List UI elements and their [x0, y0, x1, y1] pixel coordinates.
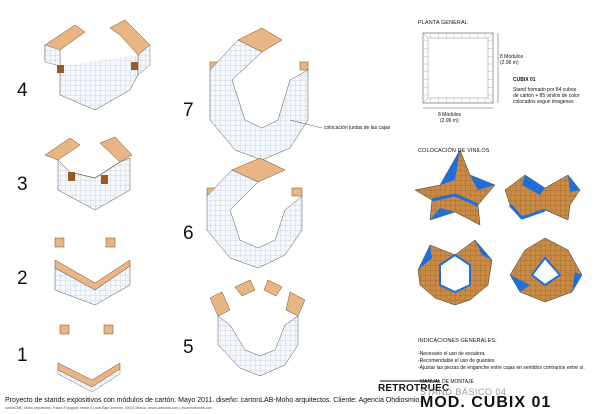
step-number-1: 1 [17, 345, 28, 366]
plan-dim-right-1: 8 Módulos [500, 54, 524, 60]
step-1-drawing [57, 324, 121, 393]
indicaciones-title: INDICACIONES GENERALES: [418, 338, 497, 344]
joint-callout: colocación juntas de las cajas [324, 125, 391, 131]
plan-view [422, 32, 499, 109]
step-6-drawing [206, 157, 303, 269]
footer-credit: Proyecto de stands expositivos con módul… [5, 397, 422, 404]
cubix-name: CUBIX 01 [513, 77, 536, 83]
plan-dim-bottom-1: 8 Módulos [438, 112, 462, 118]
cubix-desc-2: de cartón + 85 vinilos de color [513, 93, 580, 99]
plan-dim-right-2: (2.96 m) [500, 60, 519, 66]
step-number-3: 3 [17, 174, 28, 195]
indicaciones-line-1: -Necesario el uso de escalera. [418, 351, 486, 357]
vinyl-render-1 [414, 149, 496, 226]
step-5-drawing [209, 279, 306, 377]
plan-dim-bottom-2: (2.96 m) [440, 118, 459, 124]
vinyl-render-3 [417, 239, 493, 306]
stand-subtitle: STAND BÁSICO 04 [420, 387, 507, 397]
vinyl-render-4 [509, 237, 583, 303]
indicaciones-line-2: -Recomendable el uso de guantes. [418, 358, 496, 364]
step-number-2: 2 [17, 268, 28, 289]
vinyl-title: COLOCACIÓN DE VINILOS [418, 148, 490, 154]
step-7-drawing [209, 27, 323, 161]
step-number-5: 5 [183, 337, 194, 358]
step-2-drawing [54, 237, 131, 306]
manual-label: MANUAL DE MONTAJE [420, 379, 474, 385]
vinyl-render-2 [504, 174, 581, 221]
retrotruec-logo: RETROTRUEC [378, 383, 450, 394]
step-4-drawing [44, 19, 151, 111]
step-number-7: 7 [183, 100, 194, 121]
indicaciones-line-3: -Ajustar las piezas de enganche entre ca… [418, 365, 585, 371]
main-title: MOD. CUBIX 01 [420, 394, 552, 411]
footer-fine: cartonLAB | Moho arquitectos. Paseo Fotó… [5, 406, 213, 410]
cubix-desc-3: colocados segun imagenes [513, 99, 574, 105]
step-3-drawing [44, 136, 133, 211]
cubix-desc-1: Stand formado por 84 cubos [513, 87, 577, 93]
step-number-4: 4 [17, 80, 28, 101]
step-number-6: 6 [183, 223, 194, 244]
plan-title: PLANTA GENERAL [418, 20, 468, 26]
